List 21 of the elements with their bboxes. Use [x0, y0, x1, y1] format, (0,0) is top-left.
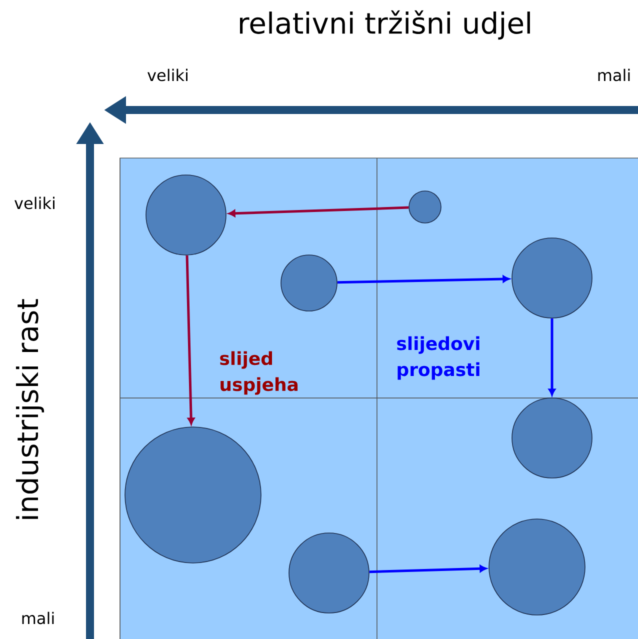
axis-end-label: veliki	[14, 196, 54, 210]
arrow	[369, 565, 487, 574]
bubble	[488, 518, 586, 616]
axis-title: relativni tržišni udjel	[240, 10, 530, 40]
arrow	[548, 318, 556, 396]
axis-title: industrijski rast	[16, 299, 44, 519]
arrow	[186, 255, 195, 425]
bubble	[146, 174, 226, 256]
arrow	[337, 275, 510, 284]
axis-end-label: veliki	[148, 68, 188, 82]
bubble	[512, 238, 592, 318]
bubble	[512, 398, 592, 478]
bubble	[408, 190, 442, 224]
axis-end-label: mali	[598, 68, 630, 82]
bubble	[124, 426, 262, 564]
axis-end-label: mali	[22, 612, 54, 624]
arrow	[228, 206, 409, 217]
bubble	[288, 532, 370, 614]
path-label: slijed uspjeha	[220, 351, 298, 395]
path-label: slijedovi propasti	[397, 336, 480, 380]
bubble	[280, 254, 338, 312]
